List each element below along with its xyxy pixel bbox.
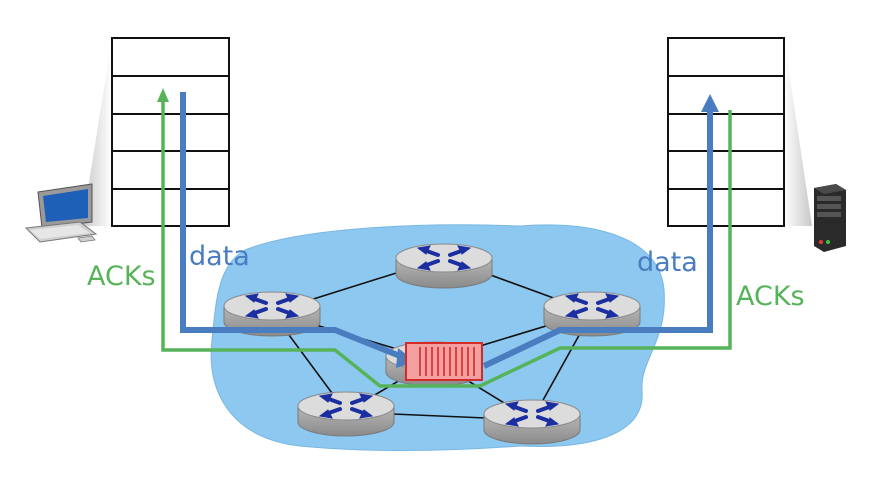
right-host-stack (667, 37, 812, 227)
data-label-right: data (637, 247, 698, 278)
router-icon (296, 390, 396, 438)
router-icon (394, 242, 494, 290)
acks-label-right: ACKs (736, 281, 805, 312)
server-tower-icon (814, 184, 846, 252)
data-arrowhead (701, 94, 719, 112)
router-buffer-queue-icon (405, 342, 483, 381)
ack-arrowhead (157, 88, 169, 102)
left-host-stack (82, 37, 230, 227)
desktop-computer-icon (24, 183, 98, 243)
data-path-out (482, 110, 713, 369)
router-icon (482, 398, 582, 446)
acks-label-left: ACKs (87, 261, 156, 292)
data-path (180, 92, 407, 361)
data-label-left: data (189, 241, 250, 272)
ack-path (161, 100, 732, 388)
